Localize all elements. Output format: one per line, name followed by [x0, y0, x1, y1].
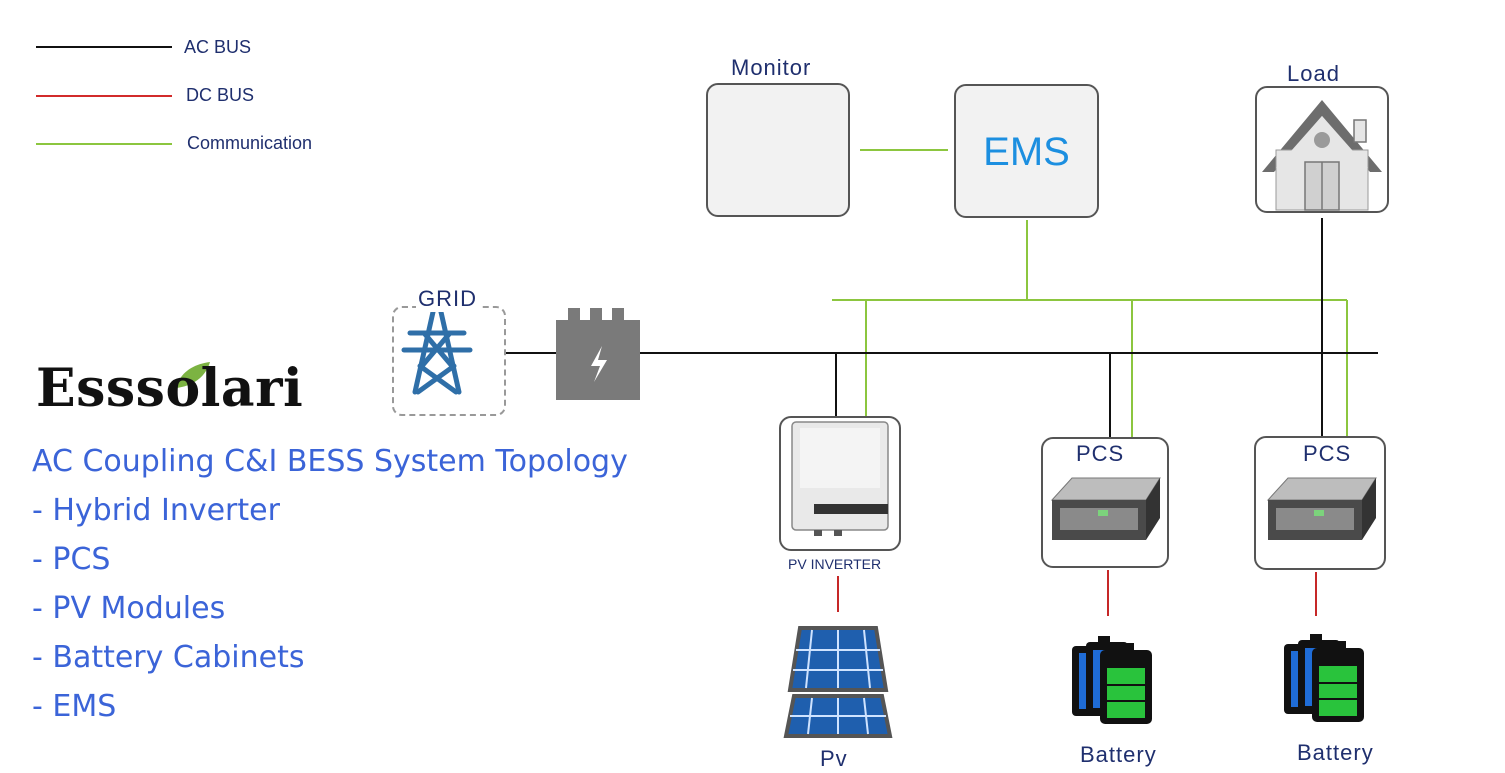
house-icon: [1262, 100, 1382, 211]
feature-item-1: - Hybrid Inverter: [32, 493, 280, 528]
monitor-box: [706, 83, 850, 217]
pcs-label-2: PCS: [1303, 441, 1352, 466]
legend-comm-label: Communication: [187, 133, 313, 153]
legend-ac-label: AC BUS: [184, 37, 252, 57]
legend-dc-label: DC BUS: [186, 85, 255, 105]
battery-label-1: Battery: [1080, 742, 1157, 767]
meter-icon: [556, 308, 640, 400]
pv-inverter-label: PV INVERTER: [788, 556, 882, 572]
power-tower-icon: [401, 309, 473, 395]
feature-item-4: - Battery Cabinets: [32, 640, 305, 675]
feature-item-5: - EMS: [32, 689, 117, 724]
load-box: [1255, 86, 1389, 213]
ems-box: EMS: [954, 84, 1099, 218]
pv-label: Pv: [820, 746, 848, 771]
monitor-label: Monitor: [731, 55, 812, 80]
feature-item-2: - PCS: [32, 542, 111, 577]
topology-title: AC Coupling C&I BESS System Topology: [32, 444, 628, 479]
pcs-box-2: [1254, 436, 1386, 570]
feature-item-3: - PV Modules: [32, 591, 226, 626]
leaf-icon: [176, 362, 210, 388]
pcs-box-1: [1041, 437, 1169, 568]
ac-bus-lines: [506, 218, 1378, 438]
pcs-device-2: [1266, 477, 1377, 540]
grid-box: [392, 306, 506, 416]
pv-panel-icon: [783, 626, 893, 738]
battery-label-2: Battery: [1297, 740, 1374, 765]
brand-logo: Esssolari: [36, 358, 304, 419]
ems-label: EMS: [983, 130, 1070, 174]
battery-icon-2: [1284, 634, 1364, 722]
pcs-label-1: PCS: [1076, 441, 1125, 466]
pv-inverter-device: [791, 421, 889, 536]
communication-lines: [832, 149, 1348, 438]
load-label: Load: [1287, 61, 1340, 86]
dc-bus-lines: [837, 570, 1317, 616]
pcs-device-1: [1050, 477, 1161, 540]
battery-icon-1: [1072, 636, 1152, 724]
grid-label: GRID: [416, 286, 479, 312]
pv-inverter-box: [779, 416, 901, 551]
